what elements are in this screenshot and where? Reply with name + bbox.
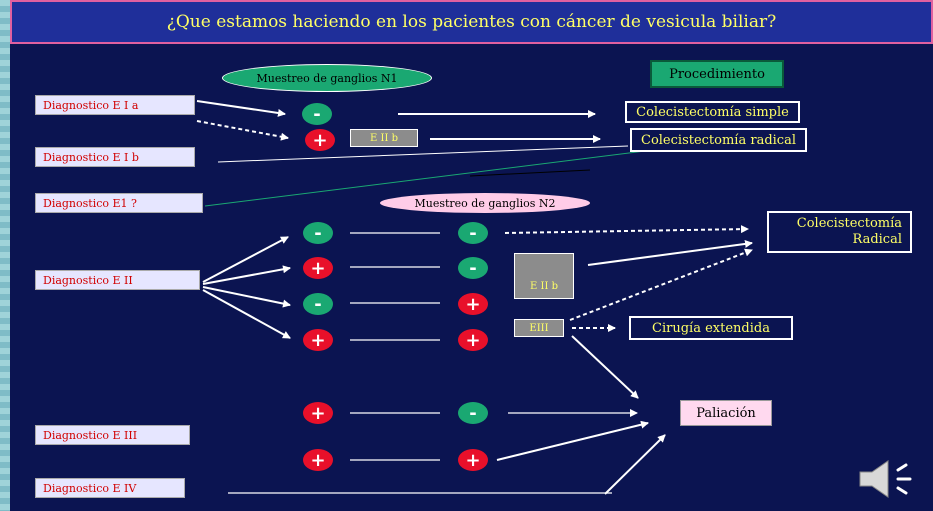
procedure-colecistectomia-radical: Colecistectomía radical (630, 128, 807, 152)
left-decorative-bar (0, 0, 10, 511)
n2-positive-c: + (458, 293, 488, 315)
n2-negative-a: - (458, 222, 488, 244)
row5-negative: - (458, 402, 488, 424)
line-d3-short (469, 169, 591, 177)
procedure-colecistectomia-simple: Colecistectomía simple (625, 101, 800, 123)
slide-title: ¿Que estamos haciendo en los pacientes c… (10, 0, 933, 44)
row6-positive-2: + (458, 449, 488, 471)
arrow-d6-paliacion (604, 434, 666, 495)
procedure-cirugia-extendida: Cirugía extendida (629, 316, 793, 340)
n2-negative-b: - (458, 257, 488, 279)
arrow-row6-paliacion (496, 420, 649, 461)
stage-e2b-top: E II b (350, 129, 418, 147)
procedure-colecistectomia-radical-2: Colecistectomía Radical (767, 211, 912, 253)
arrow-e3-to-paliacion (571, 335, 639, 399)
diagnosis-e1a: Diagnostico E I a (35, 95, 195, 115)
arrow-d4-4 (202, 289, 291, 339)
arrow-e2b-to-radical2 (587, 239, 753, 266)
line-d2-radical (217, 145, 629, 163)
arrow-d4-3 (202, 286, 291, 308)
procedimiento-label: Procedimiento (650, 60, 784, 88)
diagnosis-e3: Diagnostico E III (35, 425, 190, 445)
arrow-d1-pos (196, 120, 289, 141)
stage-e3: EIII (514, 319, 564, 337)
n1-negative-row1: - (302, 103, 332, 125)
line-d3-radical (204, 150, 646, 207)
n2-positive-d: + (458, 329, 488, 351)
n1-positive-d: + (303, 329, 333, 351)
arrow-d1-neg (196, 100, 286, 117)
n1-sampling-label: Muestreo de ganglios N1 (222, 64, 432, 92)
n1-positive-b: + (303, 257, 333, 279)
arrow-to-radical2-dashed (504, 225, 749, 234)
diagnosis-e4: Diagnostico E IV (35, 478, 185, 498)
arrow-d4-1 (202, 236, 289, 283)
n1-negative-a: - (303, 222, 333, 244)
arrow-e3-to-radical2-dashed (569, 248, 753, 321)
row5-positive: + (303, 402, 333, 424)
procedure-radical-2-text: Colecistectomía Radical (796, 216, 902, 247)
diagnosis-e1b: Diagnostico E I b (35, 147, 195, 167)
speaker-icon[interactable] (858, 458, 916, 500)
arrow-d4-2 (202, 265, 291, 285)
n1-positive-row1: + (305, 129, 335, 151)
stage-e2b-mid: E II b (514, 253, 574, 299)
n2-sampling-label: Muestreo de ganglios N2 (380, 193, 590, 213)
diagnosis-e1-question: Diagnostico E1 ? (35, 193, 203, 213)
diagnosis-e2: Diagnostico E II (35, 270, 200, 290)
procedure-paliacion: Paliación (680, 400, 772, 426)
n1-negative-c: - (303, 293, 333, 315)
row6-positive: + (303, 449, 333, 471)
